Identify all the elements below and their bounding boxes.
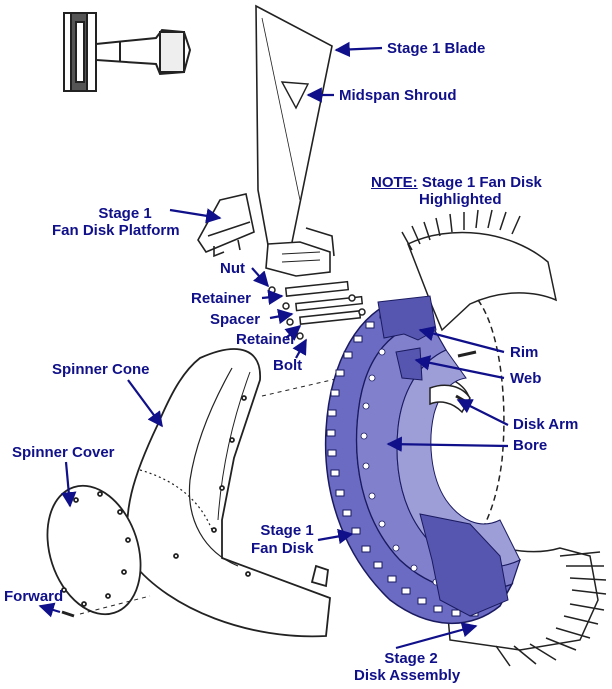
stage2-label-line1: Stage 2: [384, 650, 438, 667]
spinner-cone-arrow: [127, 379, 163, 428]
fan-disk-label-line1: Stage 1: [260, 522, 314, 539]
fan-disk-platform: [197, 193, 255, 258]
spinner-cone: [126, 348, 331, 638]
bore-label: Bore: [513, 437, 548, 454]
stage1-blade: [255, 4, 335, 277]
retainer-upper-arrow: [261, 289, 284, 306]
nut-label: Nut: [220, 260, 245, 277]
platform-arrow: [169, 208, 222, 224]
bore-arrow: [386, 436, 509, 452]
spacer-arrow: [269, 308, 294, 325]
midspan-shroud-label: Midspan Shroud: [339, 87, 457, 104]
stage2-arrow: [395, 622, 478, 650]
rim-label: Rim: [510, 344, 539, 361]
retainer-upper-label: Retainer: [191, 290, 252, 307]
fan-disk-label-line2: Fan Disk: [251, 540, 314, 557]
forward-label: Forward: [4, 588, 64, 605]
platform-label-line1: Stage 1: [98, 205, 152, 222]
platform-label-line2: Fan Disk Platform: [52, 222, 180, 239]
stage1-blade-label: Stage 1 Blade: [387, 40, 486, 57]
retainer-lower-label: Retainer: [236, 331, 297, 348]
nut-arrow: [251, 267, 270, 288]
spinner-cover: [46, 484, 151, 618]
inset-blade-sketch: [63, 12, 192, 92]
spinner-cover-label: Spinner Cover: [12, 444, 115, 461]
retainer-lower-arrow: [284, 324, 302, 341]
bolt-label: Bolt: [273, 357, 303, 374]
disk-arm-arrow: [456, 399, 509, 426]
spinner-cone-label: Spinner Cone: [52, 361, 150, 378]
forward-arrow: [38, 602, 61, 618]
stage2-label-line2: Disk Assembly: [354, 667, 461, 684]
disk-arm-label: Disk Arm: [513, 416, 579, 433]
fan-disk-arrow: [317, 528, 354, 544]
spacer-label: Spacer: [210, 311, 261, 328]
spinner-cover-arrow: [61, 461, 77, 508]
note-line1: NOTE: Stage 1 Fan Disk: [371, 174, 542, 191]
note-prefix: NOTE:: [371, 174, 418, 191]
note-text: Stage 1 Fan Disk: [421, 174, 542, 191]
stage1-blade-arrow: [334, 41, 383, 58]
web-label: Web: [510, 370, 542, 387]
leader-arrows: [38, 41, 509, 650]
web-arrow: [414, 355, 505, 380]
bolt-arrow: [292, 338, 307, 359]
note-line2: Highlighted: [419, 191, 502, 208]
rim-arrow: [418, 326, 505, 354]
stage1-fan-disk: [324, 295, 522, 624]
